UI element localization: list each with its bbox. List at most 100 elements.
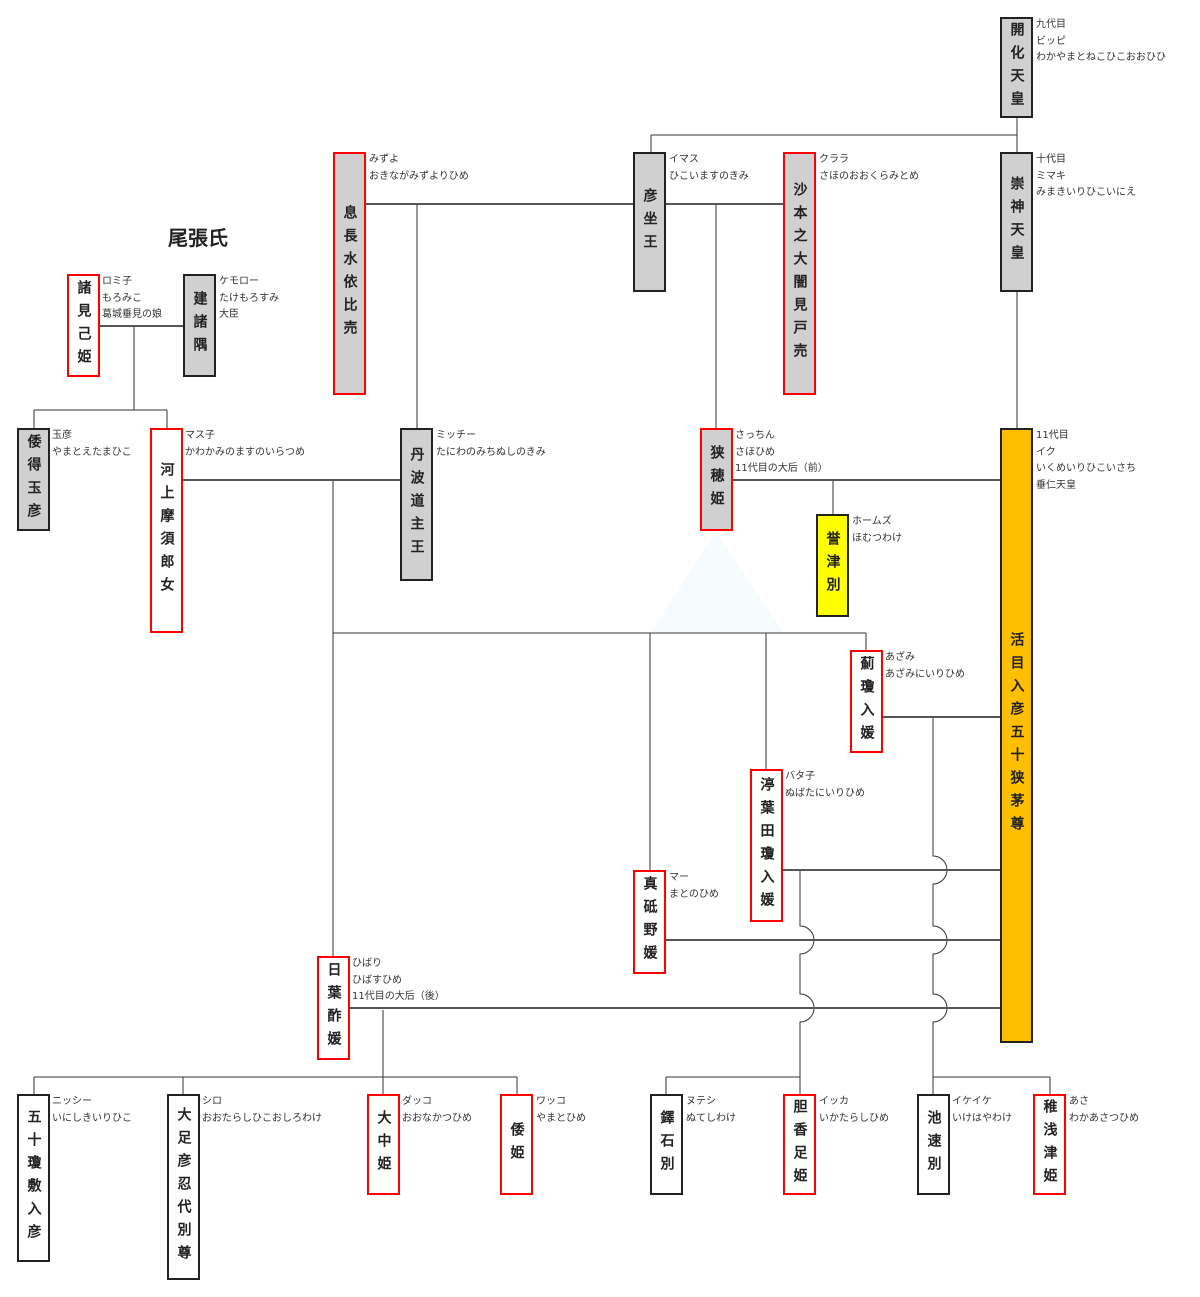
person-name: 大中姫 <box>375 1110 392 1179</box>
person-notes-kaika: 九代目 ビッピ わかやまとねこひこおおひひ <box>1036 17 1166 67</box>
note-line: ヌテシ <box>686 1096 716 1107</box>
note-line: ワッコ <box>536 1096 566 1107</box>
person-name: 諸見己姫 <box>75 279 92 372</box>
person-name: 稚浅津姫 <box>1041 1098 1058 1191</box>
note-line: いにしきいりひこ <box>52 1112 132 1124</box>
person-azami[interactable]: 薊瓊入媛 <box>850 650 883 753</box>
note-line: 十代目 <box>1036 154 1066 165</box>
note-line: わかあさつひめ <box>1069 1112 1139 1124</box>
person-okinaga[interactable]: 息長水依比売 <box>333 152 366 395</box>
note-line: さほのおおくらみとめ <box>819 170 919 182</box>
person-name: 五十瓊敷入彦 <box>25 1109 42 1247</box>
person-notes-onaka: ダッコ おおなかつひめ <box>402 1094 472 1127</box>
note-line: ダッコ <box>402 1096 432 1107</box>
note-line: ぬばたにいりひめ <box>785 787 865 799</box>
note-line: シロ <box>202 1096 222 1107</box>
note-line: あざみ <box>885 652 915 663</box>
person-name: 狭穂姫 <box>708 445 725 514</box>
note-line: ひばり <box>352 958 382 969</box>
note-line: おきながみずよりひめ <box>369 170 469 182</box>
person-takemorosumi[interactable]: 建諸隅 <box>183 274 216 377</box>
person-ikehaya[interactable]: 池速別 <box>917 1094 950 1195</box>
person-notes-nutetsu: ヌテシ ぬてしわけ <box>686 1094 736 1127</box>
person-name: 日葉酢媛 <box>325 962 342 1054</box>
note-line: ケモロー <box>219 276 259 287</box>
person-nutetsu[interactable]: 鐸石別 <box>650 1094 683 1195</box>
person-name: 息長水依比売 <box>341 204 358 343</box>
note-line: ひばすひめ <box>352 974 402 986</box>
note-line: バタ子 <box>785 771 815 782</box>
person-tanba[interactable]: 丹波道主王 <box>400 428 433 581</box>
person-matono[interactable]: 真砥野媛 <box>633 870 666 974</box>
note-line: みずよ <box>369 154 399 165</box>
person-notes-inishiki: ニッシー いにしきいりひこ <box>52 1094 132 1127</box>
person-sujin[interactable]: 崇神天皇 <box>1000 152 1033 292</box>
note-line: おおなかつひめ <box>402 1112 472 1124</box>
person-yamatoe[interactable]: 倭得玉彦 <box>17 428 50 531</box>
person-notes-hibasu: ひばり ひばすひめ 11代目の大后（後） <box>352 956 445 1006</box>
person-nubata[interactable]: 渟葉田瓊入媛 <box>750 769 783 922</box>
person-notes-morokoshi: ロミ子 もろみこ 葛城垂見の娘 <box>102 274 162 324</box>
note-line: マス子 <box>185 430 215 441</box>
note-line: いかたらしひめ <box>819 1112 889 1124</box>
person-yamatohime[interactable]: 倭姫 <box>500 1094 533 1195</box>
note-line: さっちん <box>735 430 775 441</box>
note-line: たにわのみちぬしのきみ <box>436 446 546 458</box>
note-line: まとのひめ <box>669 888 719 900</box>
person-name: 沙本之大闇見戸売 <box>791 181 808 366</box>
person-ikume[interactable]: 活目入彦五十狭茅尊 <box>1000 428 1033 1043</box>
note-line: ミッチー <box>436 430 476 441</box>
person-name: 池速別 <box>925 1110 942 1179</box>
person-ikatara[interactable]: 胆香足姫 <box>783 1094 816 1195</box>
person-notes-wakaasa: あさ わかあさつひめ <box>1069 1094 1139 1127</box>
note-line: ぬてしわけ <box>686 1112 736 1124</box>
note-line: もろみこ <box>102 292 142 304</box>
note-line: 大臣 <box>219 309 239 320</box>
person-name: 丹波道主王 <box>408 447 425 562</box>
note-line: ほむつわけ <box>852 532 902 544</box>
person-sahohime[interactable]: 狭穂姫 <box>700 428 733 531</box>
person-name: 河上摩須郎女 <box>158 461 175 600</box>
person-notes-yamatohime: ワッコ やまとひめ <box>536 1094 586 1127</box>
person-otarashi[interactable]: 大足彦忍代別尊 <box>167 1094 200 1280</box>
person-name: 鐸石別 <box>658 1110 675 1179</box>
person-morokoshi[interactable]: 諸見己姫 <box>67 274 100 377</box>
person-kawakami[interactable]: 河上摩須郎女 <box>150 428 183 633</box>
note-line: イッカ <box>819 1096 849 1107</box>
person-name: 真砥野媛 <box>641 876 658 968</box>
person-name: 倭姫 <box>508 1121 525 1168</box>
person-name: 彦坐王 <box>641 187 658 257</box>
note-line: かわかみのますのいらつめ <box>185 446 305 458</box>
person-kaika[interactable]: 開化天皇 <box>1000 17 1033 118</box>
person-onaka[interactable]: 大中姫 <box>367 1094 400 1195</box>
person-saho-okura[interactable]: 沙本之大闇見戸売 <box>783 152 816 395</box>
person-notes-ikume: 11代目 イク いくめいりひこいさち 垂仁天皇 <box>1036 428 1136 494</box>
person-inishiki[interactable]: 五十瓊敷入彦 <box>17 1094 50 1262</box>
person-name: 胆香足姫 <box>791 1098 808 1191</box>
note-line: 垂仁天皇 <box>1036 479 1076 491</box>
clan-title: 尾張氏 <box>168 226 228 250</box>
note-line: クララ <box>819 154 849 165</box>
person-wakaasa[interactable]: 稚浅津姫 <box>1033 1094 1066 1195</box>
note-line: ビッピ <box>1036 35 1066 47</box>
note-line: みまきいりひこいにえ <box>1036 187 1136 198</box>
note-line: 玉彦 <box>52 430 72 441</box>
note-line: イケイケ <box>952 1096 992 1107</box>
person-notes-homutsu: ホームズ ほむつわけ <box>852 514 902 547</box>
note-line: ニッシー <box>52 1096 92 1107</box>
note-line: 九代目 <box>1036 19 1066 30</box>
note-line: さほひめ <box>735 446 775 458</box>
person-homutsu[interactable]: 誉津別 <box>816 514 849 617</box>
person-hibasu[interactable]: 日葉酢媛 <box>317 956 350 1060</box>
person-notes-ikehaya: イケイケ いけはやわけ <box>952 1094 1012 1127</box>
person-notes-ikatara: イッカ いかたらしひめ <box>819 1094 889 1127</box>
person-notes-hikoimasu: イマス ひこいますのきみ <box>669 152 749 185</box>
person-hikoimasu[interactable]: 彦坐王 <box>633 152 666 292</box>
note-line: やまとえたまひこ <box>52 446 132 458</box>
person-name: 倭得玉彦 <box>25 433 42 526</box>
person-notes-azami: あざみ あざみにいりひめ <box>885 650 965 683</box>
person-notes-sahohime: さっちん さほひめ 11代目の大后（前） <box>735 428 828 478</box>
note-line: 葛城垂見の娘 <box>102 309 162 320</box>
note-line: ひこいますのきみ <box>669 170 749 182</box>
person-notes-saho-okura: クララ さほのおおくらみとめ <box>819 152 919 185</box>
